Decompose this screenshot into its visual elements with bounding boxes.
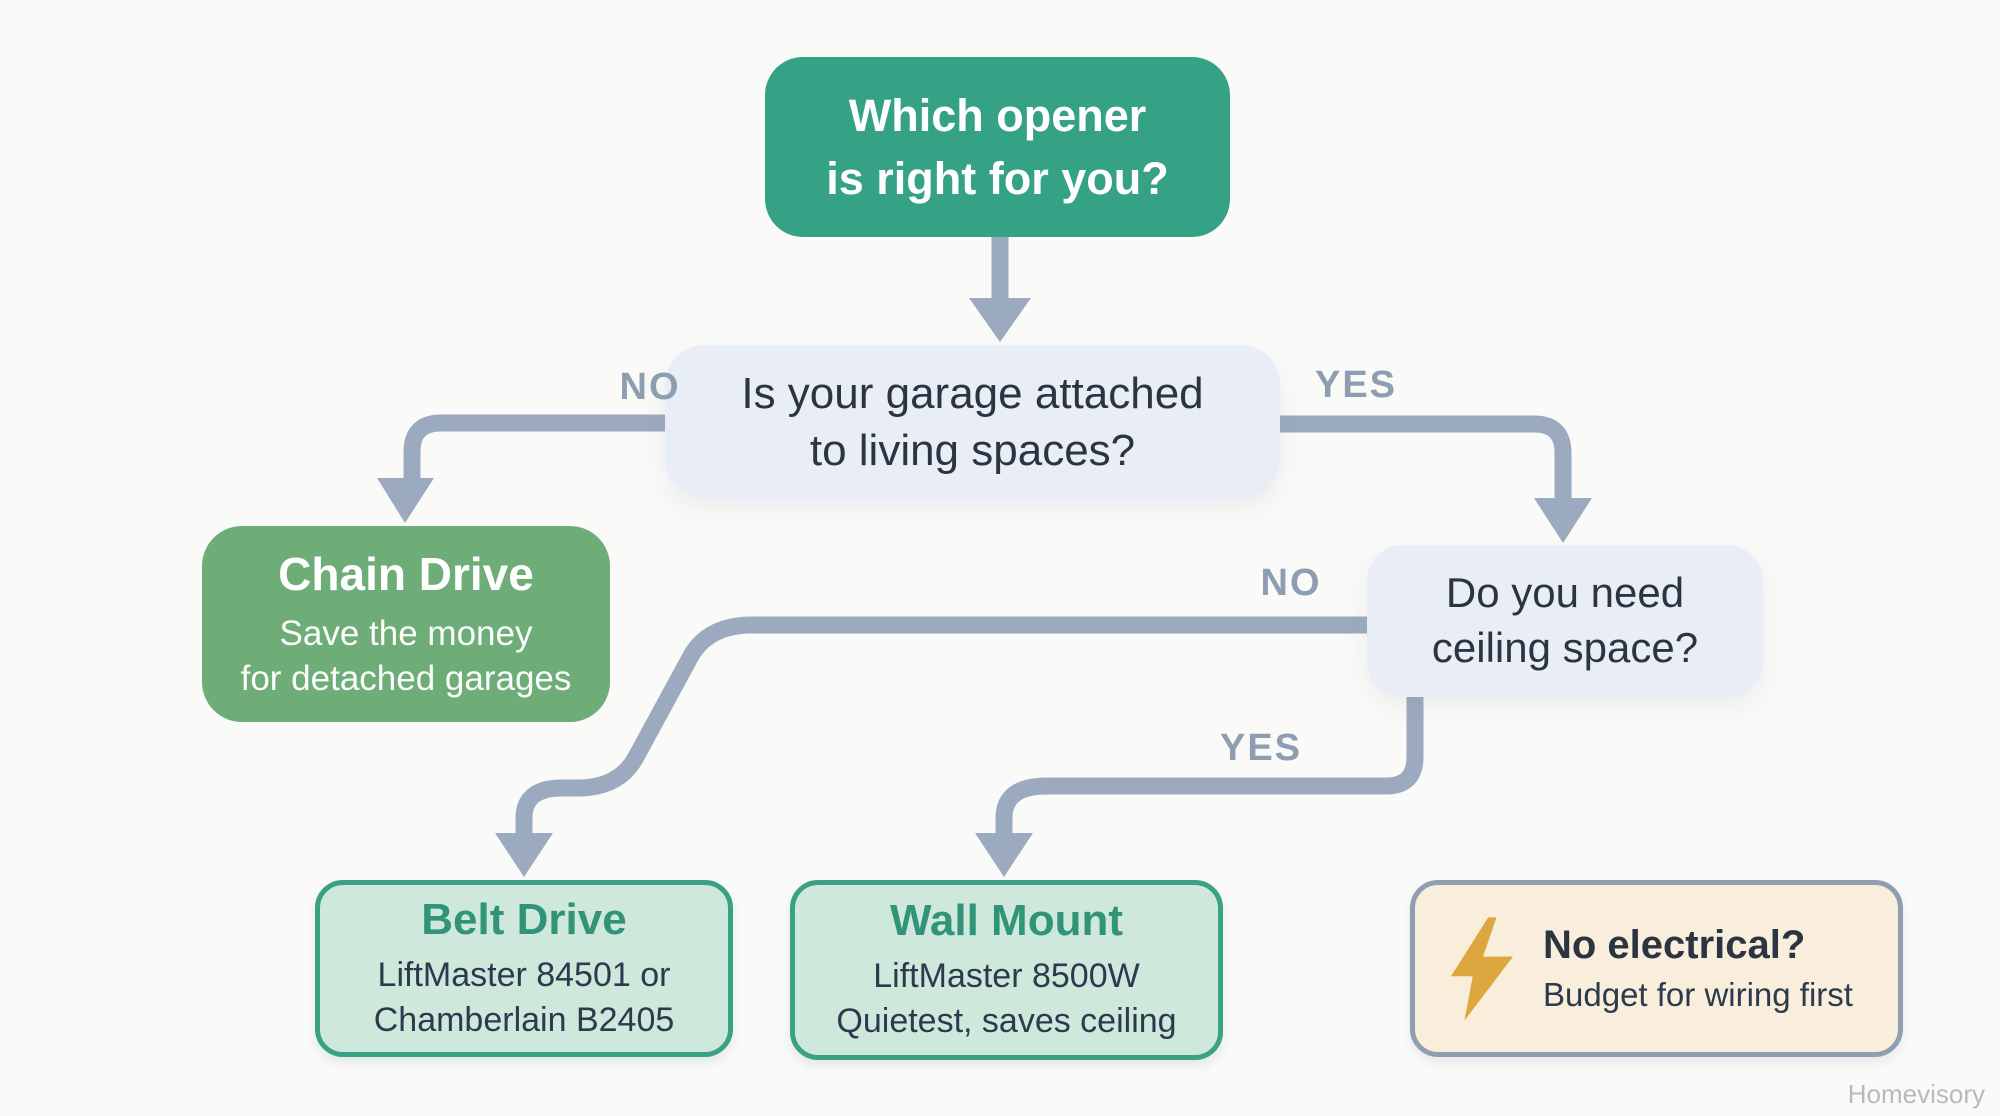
note-no-electrical-box: No electrical? Budget for wiring first [1410,880,1903,1057]
question-line: to living spaces? [809,426,1136,475]
result-chain-drive-box: Chain Drive Save the money for detached … [202,526,610,722]
branch-label-ceiling-yes: YES [1219,727,1303,769]
note-title: No electrical? [1543,923,1806,967]
lightning-bolt-icon [1451,916,1513,1021]
result-title: Chain Drive [278,547,534,600]
question-line: Is your garage attached [741,368,1204,418]
root-question-line: is right for you? [826,153,1169,204]
question-garage-attached-box: Is your garage attached to living spaces… [665,345,1280,499]
result-title: Wall Mount [890,896,1123,946]
note-subtitle: Budget for wiring first [1543,976,1853,1013]
arrowhead-down-icon [975,833,1033,877]
root-question-box: Which opener is right for you? [765,57,1230,237]
question-line: Do you need [1445,569,1685,617]
watermark: Homevisory [1847,1079,1985,1109]
connector-ceiling-yes [995,697,1424,838]
branch-label-attached-no: NO [619,366,681,408]
arrowhead-down-icon [1534,498,1592,543]
arrowhead-down-icon [969,298,1031,342]
result-belt-drive-box: Belt Drive LiftMaster 84501 or Chamberla… [315,880,733,1057]
result-line: for detached garages [240,659,572,698]
connector-attached-no [403,414,665,483]
branch-label-ceiling-no: NO [1260,562,1322,604]
root-question-line: Which opener [848,90,1147,141]
result-line: LiftMaster 84501 or [377,955,671,994]
branch-label-attached-yes: YES [1314,364,1398,406]
result-line: Quietest, saves ceiling [836,1002,1177,1040]
arrowhead-down-icon [495,833,553,877]
result-wall-mount-box: Wall Mount LiftMaster 8500W Quietest, sa… [790,880,1223,1060]
result-line: Chamberlain B2405 [373,1000,675,1039]
note-text-column: No electrical? Budget for wiring first [1543,923,1853,1014]
connector-attached-yes [1280,415,1572,503]
result-title: Belt Drive [421,894,627,944]
question-line: ceiling space? [1431,624,1699,671]
connector-ceiling-no [515,616,1367,838]
result-line: LiftMaster 8500W [873,957,1140,996]
result-line: Save the money [279,613,533,653]
arrowhead-down-icon [377,478,434,523]
question-ceiling-space-box: Do you need ceiling space? [1367,545,1763,697]
